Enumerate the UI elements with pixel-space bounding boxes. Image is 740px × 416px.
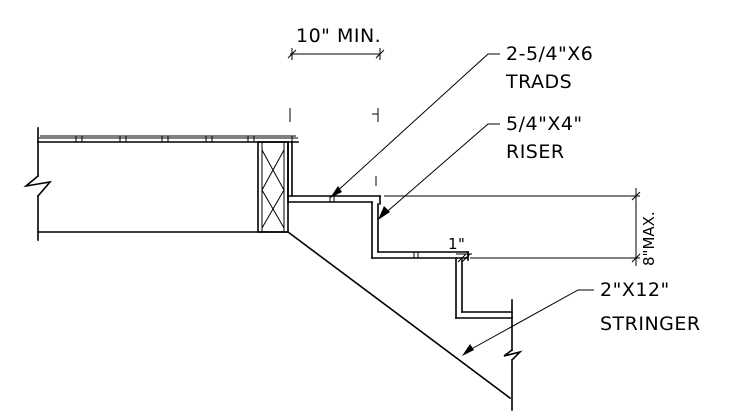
stringer-label-line2: STRINGER xyxy=(600,313,701,335)
deck-joist xyxy=(23,127,289,241)
treads-label-line1: 2-5/4"X6 xyxy=(506,43,594,65)
tread-dimension xyxy=(287,48,385,186)
nosing-label: 1" xyxy=(448,235,466,253)
rise-dimension xyxy=(384,188,641,266)
treads-label-line2: TRADS xyxy=(506,71,573,93)
rim-joist xyxy=(257,141,293,233)
nosing-dimension xyxy=(456,253,472,263)
tread-arrowhead xyxy=(330,186,342,198)
riser-label-line1: 5/4"X4" xyxy=(506,113,583,135)
rise-max-label: 8"MAX. xyxy=(640,211,658,266)
stringer-arrowhead xyxy=(462,344,474,356)
riser-label-line2: RISER xyxy=(506,141,565,163)
deck-boards xyxy=(37,135,299,143)
stringer-label-line1: 2"X12" xyxy=(600,279,670,301)
stringer xyxy=(286,230,523,411)
leaders xyxy=(330,53,594,356)
tread-spacing-label: 10" MIN. xyxy=(296,25,382,47)
riser-arrowhead xyxy=(378,206,390,220)
